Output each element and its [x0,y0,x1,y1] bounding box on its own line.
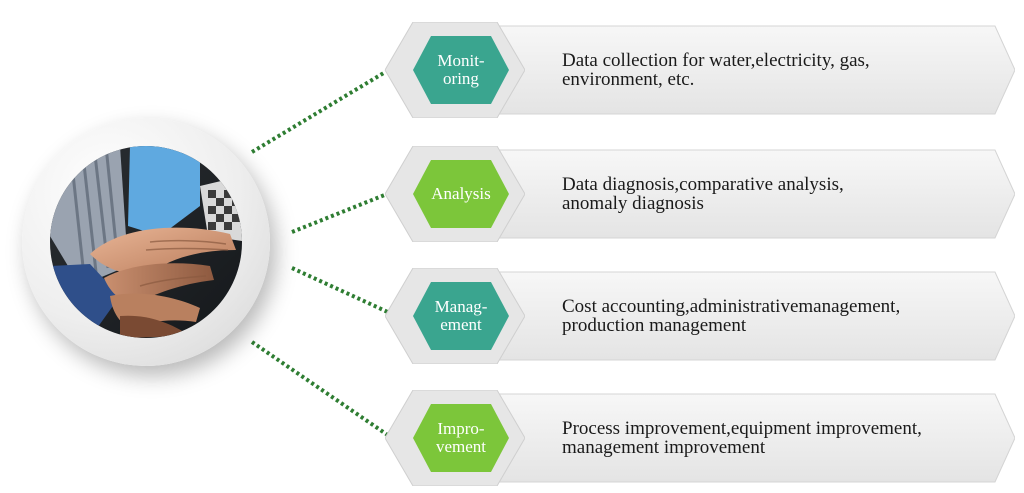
hexagon-label: Analysis [431,184,491,203]
team-hands-photo [50,146,242,338]
connector-improvement [250,340,394,440]
banner-improvement: Impro- vement Process improvement,equipm… [385,390,1015,486]
banner-description: Cost accounting,administrativemanagement… [562,268,992,364]
banner-description: Data diagnosis,comparative analysis, ano… [562,146,992,242]
description-line: Data collection for water,electricity, g… [562,50,870,71]
hexagon-badge [385,146,525,242]
hexagon-label: Impro- vement [435,419,487,456]
banner-monitoring: Monit- oring Data collection for water,e… [385,22,1015,118]
banner-management: Manag- ement Cost accounting,administrat… [385,268,1015,364]
banner-description: Data collection for water,electricity, g… [562,22,992,118]
connector-management [291,266,393,316]
hexagon-badge [385,390,525,486]
hexagon-label: Monit- oring [437,51,485,88]
hexagon-label: Manag- ement [434,297,488,334]
hexagon-badge [385,22,525,118]
banner-analysis: Analysis Data diagnosis,comparative anal… [385,146,1015,242]
description-line: environment, etc. [562,69,695,90]
description-line: Data diagnosis,comparative analysis, [562,174,844,195]
connector-analysis [291,190,393,234]
description-line: Cost accounting,administrativemanagement… [562,296,901,317]
description-line: production management [562,315,747,336]
banner-description: Process improvement,equipment improvemen… [562,390,992,486]
description-line: management improvement [562,437,766,458]
connector-monitoring [250,66,394,154]
description-line: anomaly diagnosis [562,193,704,214]
hexagon-badge [385,268,525,364]
description-line: Process improvement,equipment improvemen… [562,418,922,439]
